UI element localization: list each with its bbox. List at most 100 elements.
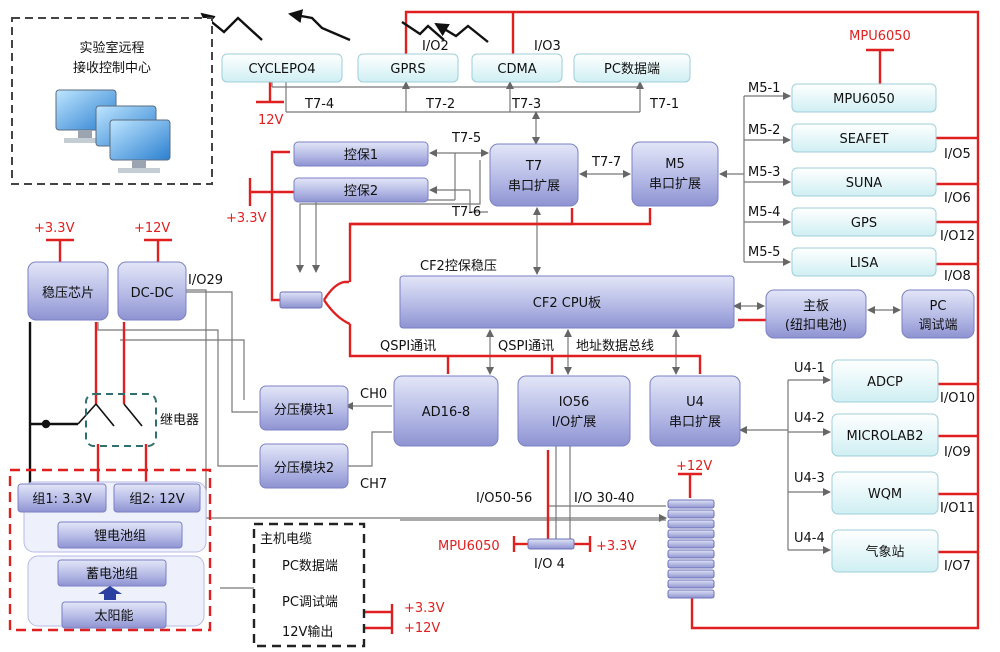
label-qspi-2: QSPI通讯 — [498, 339, 554, 354]
cdma-box: CDMA — [497, 62, 536, 77]
label-m5-5: M5-5 — [748, 245, 780, 260]
label-t7-1: T7-1 — [649, 97, 679, 112]
m5-sub: 串口扩展 — [649, 177, 701, 192]
main-board-line1: 主板 — [803, 299, 829, 314]
label-t7-6: T7-6 — [451, 205, 481, 220]
group1-3v3: 组1: 3.3V — [32, 492, 91, 507]
mpu6050-top-label: MPU6050 — [849, 29, 911, 44]
cyclepo4-box: CYCLEPO4 — [249, 62, 316, 77]
label-cf2-stab: CF2控保稳压 — [420, 258, 497, 274]
cf2-connector — [279, 291, 323, 309]
sensor-wqm: WQM — [868, 487, 902, 502]
bolt-icon — [288, 9, 351, 42]
label-3v3-reg: +3.3V — [34, 221, 75, 236]
label-io30-40: I/O 30-40 — [574, 491, 634, 506]
cable-12v-out: 12V输出 — [282, 624, 333, 640]
main-board-line2: (纽扣电池) — [785, 318, 847, 333]
io56-title: IO56 — [559, 395, 590, 410]
label-12v-connector: +12V — [676, 459, 712, 474]
cable-title: 主机电缆 — [260, 531, 312, 547]
label-addr-bus: 地址数据总线 — [576, 339, 654, 354]
host-cable: 主机电缆 PC数据端 PC调试端 12V输出 +3.3V +12V — [252, 522, 445, 648]
label-m5-4: M5-4 — [748, 205, 780, 220]
comm-boxes: CYCLEPO4 GPRS CDMA PC数据端 T7-4 T7-2 T7-3 … — [221, 39, 691, 128]
cable-pc-data: PC数据端 — [282, 559, 338, 574]
label-12v-dcdc: +12V — [134, 221, 170, 236]
control-center-line2: 接收控制中心 — [73, 60, 151, 76]
solar-panel: 太阳能 — [94, 609, 133, 624]
group2-12v: 组2: 12V — [129, 492, 184, 507]
control-center: 实验室远程 接收控制中心 — [11, 17, 213, 185]
label-io5: I/O5 — [944, 147, 971, 162]
label-m5-3: M5-3 — [748, 165, 780, 180]
sensor-gps: GPS — [851, 216, 877, 231]
label-t7-4: T7-4 — [304, 97, 334, 112]
label-ch7: CH7 — [360, 477, 387, 492]
label-cable-3v3: +3.3V — [404, 601, 445, 616]
label-io8: I/O8 — [944, 269, 971, 284]
label-m5-2: M5-2 — [748, 123, 780, 138]
sensor-lisa: LISA — [850, 256, 879, 271]
label-io4: I/O 4 — [534, 557, 565, 572]
u4-title: U4 — [686, 395, 704, 410]
label-relay: 继电器 — [160, 413, 199, 428]
ad16-8-box: AD16-8 — [422, 405, 470, 420]
gprs-box: GPRS — [390, 62, 425, 77]
label-io2: I/O2 — [422, 39, 449, 54]
sensor-adcp: ADCP — [867, 375, 903, 390]
sensor-suna: SUNA — [846, 176, 882, 191]
t7-sub: 串口扩展 — [508, 179, 560, 194]
label-io9: I/O9 — [944, 445, 971, 460]
battery-lines — [28, 322, 143, 486]
label-t7-5: T7-5 — [451, 131, 481, 146]
u4-sub: 串口扩展 — [669, 415, 721, 430]
label-t7-3: T7-3 — [511, 97, 541, 112]
relay-box — [85, 393, 157, 447]
connector-stack — [667, 499, 715, 599]
pc-data-box: PC数据端 — [604, 62, 660, 77]
label-u4-1: U4-1 — [794, 361, 825, 376]
cable-pc-debug: PC调试端 — [282, 595, 338, 610]
bolt-icon — [200, 12, 263, 41]
wireless-links — [200, 9, 489, 43]
label-io10: I/O10 — [940, 391, 975, 406]
m5-sensors: MPU6050 MPU6050 SEAFET SUNA GPS LISA M5-… — [748, 29, 975, 284]
power-section: +3.3V +12V 稳压芯片 DC-DC I/O29 继电器 组1: 3.3V… — [8, 221, 223, 632]
pc-debug-line2: 调试端 — [918, 318, 957, 333]
io-section: 分压模块1 分压模块2 CH0 CH7 AD16-8 IO56 I/O扩展 U4… — [259, 375, 741, 599]
label-io7: I/O7 — [944, 559, 971, 574]
label-mpu6050-bottom: MPU6050 — [438, 539, 500, 554]
label-io29: I/O29 — [188, 273, 223, 288]
label-3v3-io4: +3.3V — [596, 539, 637, 554]
lithium-battery: 锂电池组 — [94, 529, 146, 544]
power-lines — [46, 10, 980, 634]
m5-title: M5 — [665, 157, 685, 172]
serial-expansion: 控保1 控保2 T7-5 T7-6 T7-7 +3.3V T7 串口扩展 M5 … — [226, 131, 975, 354]
t7-title: T7 — [525, 159, 542, 174]
cf2-cpu-board: CF2 CPU板 — [533, 296, 601, 311]
sensor-microlab2: MICROLAB2 — [846, 429, 923, 444]
kongbao2-box: 控保2 — [344, 184, 378, 199]
divider-module-2: 分压模块2 — [274, 461, 334, 476]
sensor-mpu6050: MPU6050 — [833, 92, 895, 107]
label-u4-4: U4-4 — [794, 531, 825, 546]
dcdc-box: DC-DC — [131, 286, 174, 301]
label-t7-2: T7-2 — [425, 97, 455, 112]
io4-connector — [527, 538, 575, 550]
label-3v3-left: +3.3V — [226, 211, 267, 226]
label-io3: I/O3 — [534, 39, 561, 54]
label-t7-7: T7-7 — [591, 155, 621, 170]
label-ch0: CH0 — [360, 387, 387, 402]
kongbao1-box: 控保1 — [344, 148, 378, 163]
sensor-weather-station: 气象站 — [865, 544, 904, 560]
pc-debug-line1: PC — [930, 299, 947, 314]
arrow-up-icon — [98, 586, 122, 600]
label-u4-3: U4-3 — [794, 471, 825, 486]
label-12v-cyclepo: 12V — [258, 113, 284, 128]
u4-sensors: ADCP MICROLAB2 WQM 气象站 U4-1 U4-2 U4-3 U4… — [794, 359, 975, 574]
storage-battery: 蓄电池组 — [86, 567, 138, 582]
label-qspi-1: QSPI通讯 — [380, 339, 436, 354]
bolt-icon — [434, 22, 489, 43]
label-u4-2: U4-2 — [794, 411, 825, 426]
